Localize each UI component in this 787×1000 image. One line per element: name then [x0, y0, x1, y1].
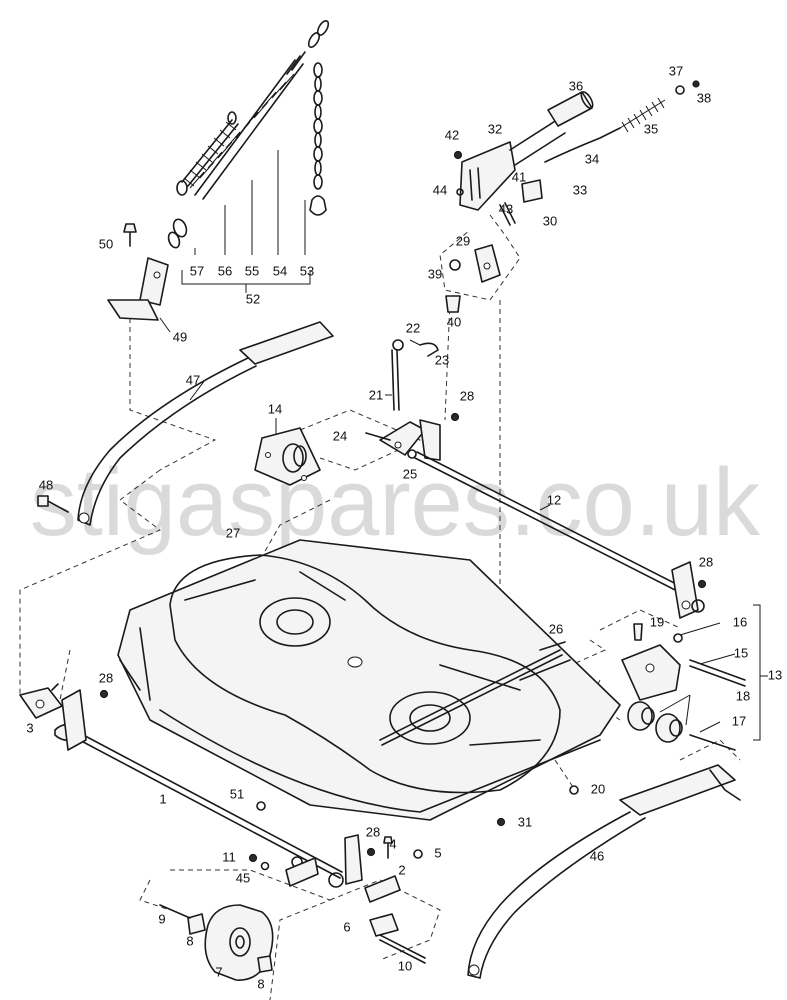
callout-49: 49	[173, 329, 187, 344]
callout-17: 17	[732, 713, 746, 728]
callout-10: 10	[398, 958, 412, 973]
callout-46: 46	[590, 848, 604, 863]
callout-48: 48	[39, 477, 53, 492]
callout-43: 43	[499, 201, 513, 216]
callout-8b: 8	[257, 976, 264, 991]
front-left-bracket	[19, 683, 63, 719]
roller-pair	[627, 701, 736, 751]
tension-spring	[176, 111, 239, 196]
lift-arm-left	[77, 321, 334, 526]
callout-47: 47	[186, 372, 200, 387]
callout-45: 45	[236, 870, 250, 885]
callout-39: 39	[428, 266, 442, 281]
callout-30: 30	[543, 213, 557, 228]
lever-pivot-bracket	[445, 179, 543, 313]
callout-37: 37	[669, 63, 683, 78]
cutter-deck	[117, 539, 621, 821]
callout-55: 55	[245, 263, 259, 278]
lever-housing	[459, 91, 594, 211]
callout-27: 27	[226, 525, 240, 540]
gauge-wheel	[159, 904, 274, 981]
chain-vertical	[309, 62, 327, 216]
callout-15: 15	[734, 645, 748, 660]
callout-33: 33	[573, 182, 587, 197]
callout-16: 16	[733, 614, 747, 629]
callout-24: 24	[333, 428, 347, 443]
callout-18: 18	[736, 688, 750, 703]
callout-11: 11	[222, 849, 236, 864]
callout-12: 12	[547, 492, 561, 507]
callout-29: 29	[456, 233, 470, 248]
callout-19: 19	[650, 614, 664, 629]
callout-4: 4	[389, 836, 396, 851]
s-hook-ring-2	[167, 231, 181, 249]
hanger-bracket	[107, 223, 171, 333]
callout-25: 25	[403, 466, 417, 481]
adjust-rod	[385, 339, 439, 411]
callout-41: 41	[512, 169, 526, 184]
cross-shaft	[414, 451, 705, 619]
bottom-bracket	[285, 834, 426, 964]
callout-28c: 28	[99, 670, 113, 685]
callout-3: 3	[26, 720, 33, 735]
pivot-bracket	[254, 418, 321, 486]
callout-28a: 28	[460, 388, 474, 403]
callout-2: 2	[398, 862, 405, 877]
callout-28b: 28	[699, 554, 713, 569]
callout-38: 38	[697, 90, 711, 105]
callout-6: 6	[343, 919, 350, 934]
callout-52: 52	[246, 291, 260, 306]
callout-1: 1	[159, 791, 166, 806]
lift-arm-right	[467, 764, 741, 979]
callout-34: 34	[585, 151, 599, 166]
callout-42: 42	[445, 127, 459, 142]
callout-44: 44	[433, 182, 447, 197]
cable-and-spring	[544, 80, 700, 163]
callout-13: 13	[768, 667, 782, 682]
watermark-text: stigaspares.co.uk	[30, 449, 761, 556]
front-axle	[54, 689, 344, 888]
s-hook-ring	[172, 218, 188, 238]
callout-5: 5	[434, 845, 441, 860]
callout-22: 22	[406, 320, 420, 335]
callout-21: 21	[369, 387, 383, 402]
callout-32: 32	[488, 121, 502, 136]
callout-54: 54	[273, 263, 287, 278]
callout-50: 50	[99, 236, 113, 251]
callout-14: 14	[268, 401, 282, 416]
callout-7: 7	[215, 964, 222, 979]
callout-labels: 1 2 3 4 5 6 7 8 8 9 10 11 12 13 14 15 16…	[26, 63, 782, 991]
callout-57: 57	[190, 263, 204, 278]
right-pivot-assembly	[621, 623, 746, 701]
callout-40: 40	[447, 314, 461, 329]
callout-53: 53	[300, 263, 314, 278]
callout-leaders	[659, 604, 768, 741]
callout-20: 20	[591, 781, 605, 796]
spring-chain-group	[167, 19, 330, 293]
callout-8a: 8	[186, 933, 193, 948]
callout-36: 36	[569, 78, 583, 93]
callout-51: 51	[230, 786, 244, 801]
callout-28d: 28	[366, 824, 380, 839]
callout-31: 31	[518, 814, 532, 829]
chain-long	[189, 19, 330, 200]
callout-35: 35	[644, 121, 658, 136]
hardware-nuts-bolts	[37, 150, 707, 871]
callout-56: 56	[218, 263, 232, 278]
callout-23: 23	[435, 352, 449, 367]
rod-bracket	[379, 419, 441, 461]
deck-rod	[379, 649, 563, 746]
callout-9: 9	[158, 911, 165, 926]
callout-26: 26	[549, 621, 563, 636]
